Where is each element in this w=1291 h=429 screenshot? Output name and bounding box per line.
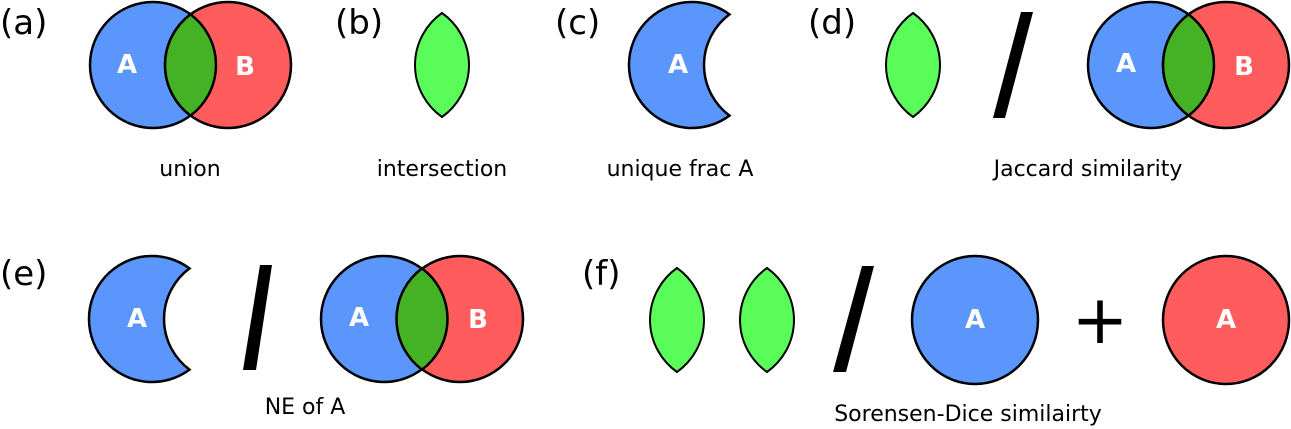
panel-tag: (a) — [0, 3, 47, 43]
intersection-lens — [395, 266, 449, 372]
panel-tag: (b) — [335, 3, 383, 43]
set-a-label: A — [117, 50, 137, 80]
panel-a-union: (a) A B union — [0, 0, 293, 182]
set-a-label: A — [1116, 49, 1136, 79]
caption: NE of A — [265, 395, 346, 420]
intersection-lens — [163, 12, 218, 118]
panel-tag: (f) — [582, 254, 621, 294]
caption: Sorensen-Dice similairty — [834, 402, 1102, 427]
set-b-circle — [1161, 254, 1291, 386]
set-a-crescent — [87, 254, 192, 384]
panel-tag: (c) — [555, 3, 600, 43]
set-a-label: A — [668, 50, 688, 80]
panel-b-intersection: (b) intersection — [335, 3, 507, 182]
intersection-lens — [649, 266, 705, 374]
panel-tag: (d) — [808, 3, 856, 43]
set-b-label: B — [468, 305, 488, 335]
caption: unique frac A — [607, 157, 754, 182]
intersection-lens — [885, 11, 941, 119]
set-a-label: A — [127, 304, 147, 334]
caption: Jaccard similarity — [992, 157, 1183, 182]
set-a-crescent — [627, 0, 732, 130]
panel-d-jaccard: (d) A B Jaccard similarity — [808, 0, 1291, 182]
caption: union — [159, 157, 220, 182]
division-slash — [833, 266, 874, 372]
division-slash — [993, 12, 1033, 118]
set-a-label: A — [1216, 305, 1236, 335]
intersection-lens — [739, 266, 795, 374]
panel-f-sorensen-dice: (f) A + A Sorensen-Dice similairty — [582, 254, 1291, 427]
caption: intersection — [377, 157, 508, 182]
intersection-lens — [1161, 12, 1216, 118]
division-slash — [243, 265, 272, 370]
set-b-label: B — [1234, 52, 1254, 82]
set-a-circle — [910, 254, 1040, 386]
plus-sign: + — [1072, 281, 1129, 360]
set-a-label: A — [349, 303, 369, 333]
panel-tag: (e) — [0, 254, 47, 294]
set-a-label: A — [965, 305, 985, 335]
intersection-lens — [414, 11, 470, 119]
panel-c-unique-frac: (c) A unique frac A — [555, 0, 754, 182]
set-b-label: B — [235, 52, 255, 82]
panel-e-ne-of-a: (e) A A B NE of A — [0, 254, 525, 420]
